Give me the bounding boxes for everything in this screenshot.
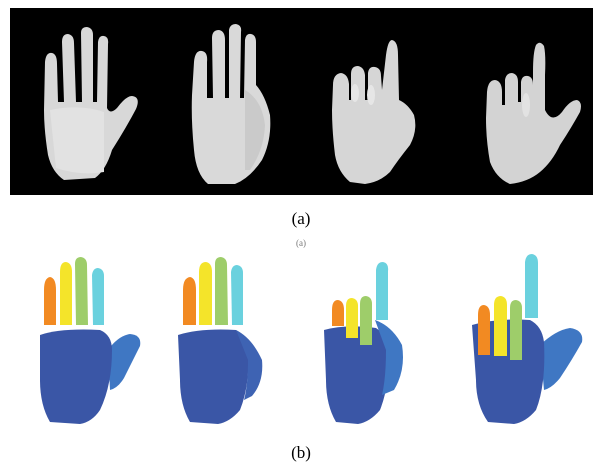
segmented-hand-4 [472, 254, 583, 424]
figure-panel-b: (b) [0, 240, 602, 470]
pinky-segment [332, 300, 344, 326]
depth-hand-point-1 [332, 40, 416, 184]
middle-segment [360, 296, 372, 345]
segmented-hand-2 [178, 257, 263, 424]
caption-a: (a) [291, 209, 311, 228]
ring-segment [494, 296, 507, 356]
thumb-segment [375, 320, 403, 395]
depth-images [10, 8, 593, 195]
pinky-segment [44, 277, 56, 325]
middle-segment [215, 257, 228, 325]
index-segment [231, 265, 243, 325]
depth-hand-open-1 [44, 27, 138, 180]
segmentation-images [40, 254, 583, 424]
index-segment [525, 254, 538, 318]
caption-b: (b) [291, 443, 311, 462]
index-segment [376, 262, 389, 320]
figure-panel-a: (a) [10, 8, 593, 228]
pinky-segment [478, 305, 490, 355]
ring-segment [60, 262, 72, 325]
middle-segment [75, 257, 88, 325]
thumb-segment [236, 330, 263, 400]
palm-segment [324, 326, 389, 424]
segmented-hand-1 [40, 257, 141, 424]
palm-segment [472, 319, 545, 424]
ring-segment [346, 298, 358, 338]
middle-segment [510, 300, 522, 360]
depth-hand-open-2 [191, 24, 271, 184]
thumb-segment [108, 334, 141, 390]
depth-hand-point-2 [486, 42, 581, 185]
caption-artifact: (a) [296, 238, 306, 248]
segmented-hand-3 [324, 262, 403, 424]
ring-segment [199, 262, 212, 325]
palm-segment [178, 329, 249, 424]
pinky-segment [183, 277, 196, 325]
palm-segment [40, 329, 112, 424]
index-segment [92, 268, 104, 325]
thumb-segment [540, 328, 583, 390]
